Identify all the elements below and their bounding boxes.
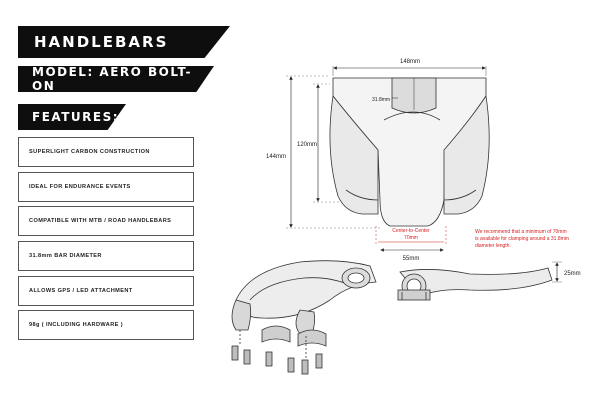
feature-item-carbon: SUPERLIGHT CARBON CONSTRUCTION	[18, 137, 194, 167]
exploded-view-drawing	[231, 260, 377, 375]
model-name: MODEL: AERO BOLT-ON	[32, 65, 192, 93]
note-line1: We recommend that a minimum of 70mm	[475, 229, 567, 235]
dimension-total-height: 144mm	[266, 75, 380, 229]
side-view-drawing	[397, 267, 553, 301]
feature-item-endurance: IDEAL FOR ENDURANCE EVENTS	[18, 172, 194, 202]
total-height-label: 144mm	[266, 154, 286, 160]
feature-item-gps: ALLOWS GPS / LED ATTACHMENT	[18, 276, 194, 306]
center-label-line2: 70mm	[404, 235, 418, 241]
clamping-note: We recommend that a minimum of 70mm is a…	[475, 229, 569, 249]
top-view-drawing	[329, 77, 490, 227]
dimension-base-width: 55mm	[380, 248, 444, 262]
features-heading: FEATURES:	[32, 110, 120, 124]
inner-height-label: 120mm	[297, 142, 317, 148]
clamp-label: 31.8mm	[372, 97, 390, 103]
dimension-side-height: 25mm	[552, 261, 581, 283]
features-banner: FEATURES:	[18, 104, 126, 130]
width-label: 148mm	[400, 59, 420, 65]
feature-item-diameter: 31.8mm BAR DIAMETER	[18, 241, 194, 271]
base-width-label: 55mm	[403, 256, 420, 262]
dimension-center-to-center: Center-to-Center 70mm	[375, 226, 447, 244]
page-title: HANDLEBARS	[34, 33, 169, 51]
side-height-label: 25mm	[564, 271, 581, 277]
dimension-inner-height: 120mm	[297, 83, 340, 203]
feature-item-compatible: COMPATIBLE WITH MTB / ROAD HANDLEBARS	[18, 206, 194, 236]
dimension-width: 148mm	[332, 59, 487, 76]
center-label-line1: Center-to-Center	[392, 228, 430, 234]
note-line2: is available for clamping around a 31.8m…	[475, 236, 569, 242]
dimension-clamp: 31.8mm	[372, 97, 398, 103]
title-banner: HANDLEBARS	[18, 26, 230, 58]
feature-item-weight: 98g ( INCLUDING HARDWARE )	[18, 310, 194, 340]
model-banner: MODEL: AERO BOLT-ON	[18, 66, 214, 92]
note-line3: diameter length.	[475, 243, 511, 249]
